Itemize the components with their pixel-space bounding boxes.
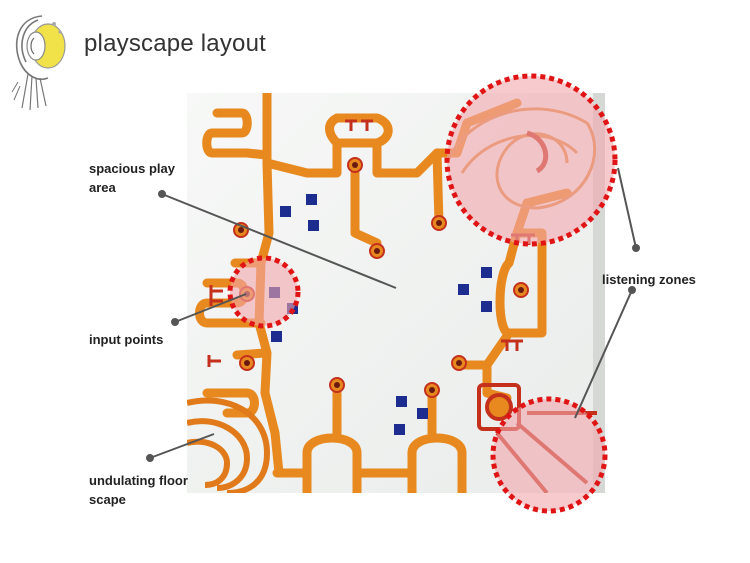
label-spacious-play-area: spacious play area bbox=[89, 161, 175, 195]
playscape-board bbox=[187, 93, 605, 493]
page-title: playscape layout bbox=[84, 30, 266, 57]
logo-icon bbox=[11, 15, 66, 111]
label-undulating-floor-scape: undulating floor scape bbox=[89, 473, 188, 507]
label-input-points: input points bbox=[89, 332, 164, 347]
label-listening-zones: listening zones bbox=[602, 272, 696, 287]
